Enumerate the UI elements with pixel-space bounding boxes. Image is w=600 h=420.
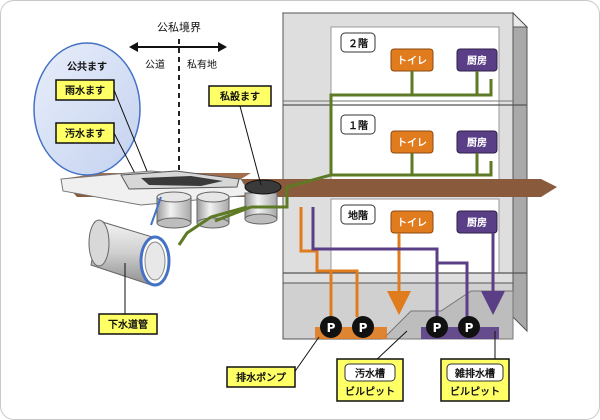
pump-1: P <box>327 321 336 335</box>
floor-1-kitchen: 厨房 <box>467 136 487 149</box>
sewer-pipe-label: 下水道管 <box>108 318 148 331</box>
basement-toilet: トイレ <box>397 217 427 229</box>
floor-1-label: １階 <box>348 119 368 132</box>
sewage-manhole-label: 汚水ます <box>65 127 105 140</box>
pump-3: P <box>433 321 442 335</box>
sewer-pipe <box>88 219 171 287</box>
grey-water-pit-name: 雑排水槽 <box>454 367 495 380</box>
floor-1-toilet: トイレ <box>397 137 427 149</box>
pumps <box>320 316 480 338</box>
public-manhole-title: 公共ます <box>67 60 107 73</box>
basement-kitchen: 厨房 <box>467 216 487 229</box>
drain-lines <box>177 79 493 246</box>
basement-drain-lines <box>299 207 505 317</box>
sewage-pit-type: ビルピット <box>345 385 395 398</box>
rainwater-manhole-label: 雨水ます <box>65 84 105 97</box>
boundary-marker <box>129 39 227 181</box>
sewage-pit-name: 汚水槽 <box>355 367 385 380</box>
basement-label: 地階 <box>348 209 368 222</box>
floor-2-label: ２階 <box>348 37 368 50</box>
pump-2: P <box>359 321 368 335</box>
private-side-label: 私有地 <box>187 58 217 71</box>
pump-4: P <box>465 321 474 335</box>
boundary-title: 公私境界 <box>157 20 201 34</box>
grey-water-pit-type: ビルピット <box>450 385 500 398</box>
pump-label: 排水ポンプ <box>236 371 287 384</box>
private-manhole-label: 私設ます <box>219 90 260 103</box>
floor-2-toilet: トイレ <box>397 55 427 67</box>
floor-2-kitchen: 厨房 <box>467 54 487 67</box>
public-side-label: 公道 <box>145 58 165 71</box>
